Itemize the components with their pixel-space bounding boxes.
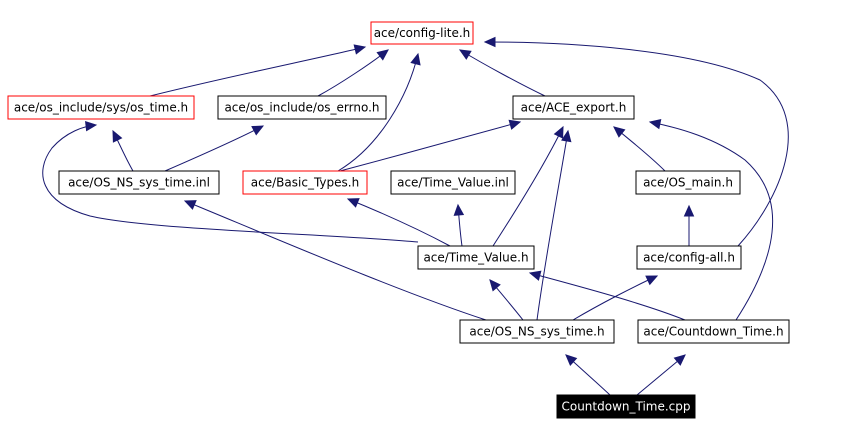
svg-text:ace/config-lite.h: ace/config-lite.h: [374, 26, 471, 40]
node-os-ns-sys-time-inl[interactable]: ace/OS_NS_sys_time.inl: [58, 170, 220, 195]
node-time-value-h[interactable]: ace/Time_Value.h: [417, 245, 535, 270]
edge-line: [317, 49, 389, 97]
arrowhead: [489, 279, 501, 292]
arrowhead: [483, 36, 496, 48]
edge-os-time-to-config-lite: [149, 44, 367, 97]
arrowhead: [410, 52, 421, 66]
edge-line: [164, 125, 264, 172]
arrowhead: [508, 119, 522, 130]
arrowhead: [112, 129, 123, 143]
arrowhead: [613, 126, 626, 138]
arrowhead: [458, 49, 472, 60]
svg-text:ace/OS_NS_sys_time.inl: ace/OS_NS_sys_time.inl: [68, 176, 210, 190]
svg-text:ace/os_include/os_errno.h: ace/os_include/os_errno.h: [224, 101, 379, 115]
edge-config-all-to-config-lite: [483, 36, 789, 247]
edge-sys-time-h-to-sys-time-inl: [183, 200, 487, 321]
node-os-time[interactable]: ace/os_include/sys/os_time.h: [7, 95, 195, 120]
svg-text:ace/Basic_Types.h: ace/Basic_Types.h: [251, 176, 359, 190]
arrowhead: [528, 270, 542, 281]
arrowhead: [353, 44, 367, 55]
edge-line: [149, 46, 366, 97]
svg-text:ace/OS_NS_sys_time.h: ace/OS_NS_sys_time.h: [469, 325, 604, 339]
arrowhead: [376, 49, 389, 61]
node-basic-types[interactable]: ace/Basic_Types.h: [242, 170, 368, 195]
node-os-main[interactable]: ace/OS_main.h: [635, 170, 741, 195]
node-time-value-inl[interactable]: ace/Time_Value.inl: [390, 170, 516, 195]
node-config-lite[interactable]: ace/config-lite.h: [370, 21, 474, 45]
arrowhead: [251, 125, 265, 136]
edge-sys-time-h-to-config-all: [572, 275, 659, 321]
arrowhead: [683, 204, 695, 217]
edge-time-value-to-tv-inl: [453, 203, 465, 247]
edge-countdown-cpp-to-countdown-h: [636, 354, 686, 396]
arrowhead: [346, 198, 360, 208]
arrowhead: [565, 354, 578, 367]
edge-time-value-to-basic-types: [346, 198, 451, 247]
edge-line: [572, 275, 658, 321]
svg-text:Countdown_Time.cpp: Countdown_Time.cpp: [561, 400, 690, 414]
edge-os-errno-to-config-lite: [317, 49, 389, 97]
edge-countdown-h-to-ace-export: [648, 118, 774, 321]
edge-line: [339, 121, 521, 172]
svg-text:ace/OS_main.h: ace/OS_main.h: [643, 176, 733, 190]
edge-countdown-cpp-to-sys-time-h: [565, 354, 611, 396]
edge-basic-types-to-config-lite: [337, 52, 421, 172]
svg-text:ace/ACE_export.h: ace/ACE_export.h: [521, 101, 627, 115]
edge-line: [649, 121, 774, 321]
edge-ace-export-to-config-lite: [458, 49, 546, 97]
edge-sys-time-h-to-ace-export: [536, 129, 572, 321]
svg-text:ace/Countdown_Time.h: ace/Countdown_Time.h: [643, 325, 783, 339]
svg-text:ace/Time_Value.inl: ace/Time_Value.inl: [397, 176, 509, 190]
edge-sys-time-inl-to-os-errno: [164, 125, 265, 172]
edge-line: [337, 53, 419, 172]
edges-layer: [42, 36, 789, 396]
edge-sys-time-h-to-time-value: [489, 279, 524, 321]
node-os-errno[interactable]: ace/os_include/os_errno.h: [217, 95, 387, 120]
arrowhead: [561, 129, 572, 143]
edge-countdown-h-to-time-value: [528, 270, 686, 321]
edge-line: [536, 130, 569, 321]
node-config-all[interactable]: ace/config-all.h: [636, 245, 742, 270]
arrowhead: [645, 275, 659, 286]
edge-sys-time-inl-to-os-time: [112, 129, 134, 172]
arrowhead: [673, 354, 686, 366]
edge-line: [484, 41, 789, 247]
arrowhead: [183, 200, 197, 210]
svg-text:ace/Time_Value.h: ace/Time_Value.h: [423, 251, 528, 265]
edge-line: [459, 49, 546, 97]
edge-basic-types-to-ace-export: [339, 119, 522, 172]
nodes-layer: ace/config-lite.h ace/os_include/sys/os_…: [7, 21, 790, 419]
edge-time-value-to-ace-export: [492, 125, 564, 247]
svg-text:ace/config-all.h: ace/config-all.h: [643, 251, 735, 265]
edge-line: [347, 198, 451, 247]
edge-line: [184, 200, 487, 321]
arrowhead: [648, 118, 662, 130]
arrowhead: [85, 120, 98, 132]
edge-os-main-to-ace-export: [613, 126, 666, 172]
edge-time-value-to-os-time: [42, 120, 419, 243]
node-ace-export[interactable]: ace/ACE_export.h: [512, 95, 635, 120]
svg-text:ace/os_include/sys/os_time.h: ace/os_include/sys/os_time.h: [14, 101, 188, 115]
edge-line: [42, 124, 419, 243]
arrowhead: [553, 125, 564, 139]
edge-line: [529, 272, 686, 321]
edge-config-all-to-os-main: [683, 204, 695, 246]
node-countdown-time-cpp[interactable]: Countdown_Time.cpp: [556, 394, 696, 419]
edge-line: [492, 126, 564, 247]
node-countdown-time-h[interactable]: ace/Countdown_Time.h: [637, 319, 790, 344]
node-os-ns-sys-time-h[interactable]: ace/OS_NS_sys_time.h: [459, 319, 615, 344]
arrowhead: [453, 203, 465, 216]
